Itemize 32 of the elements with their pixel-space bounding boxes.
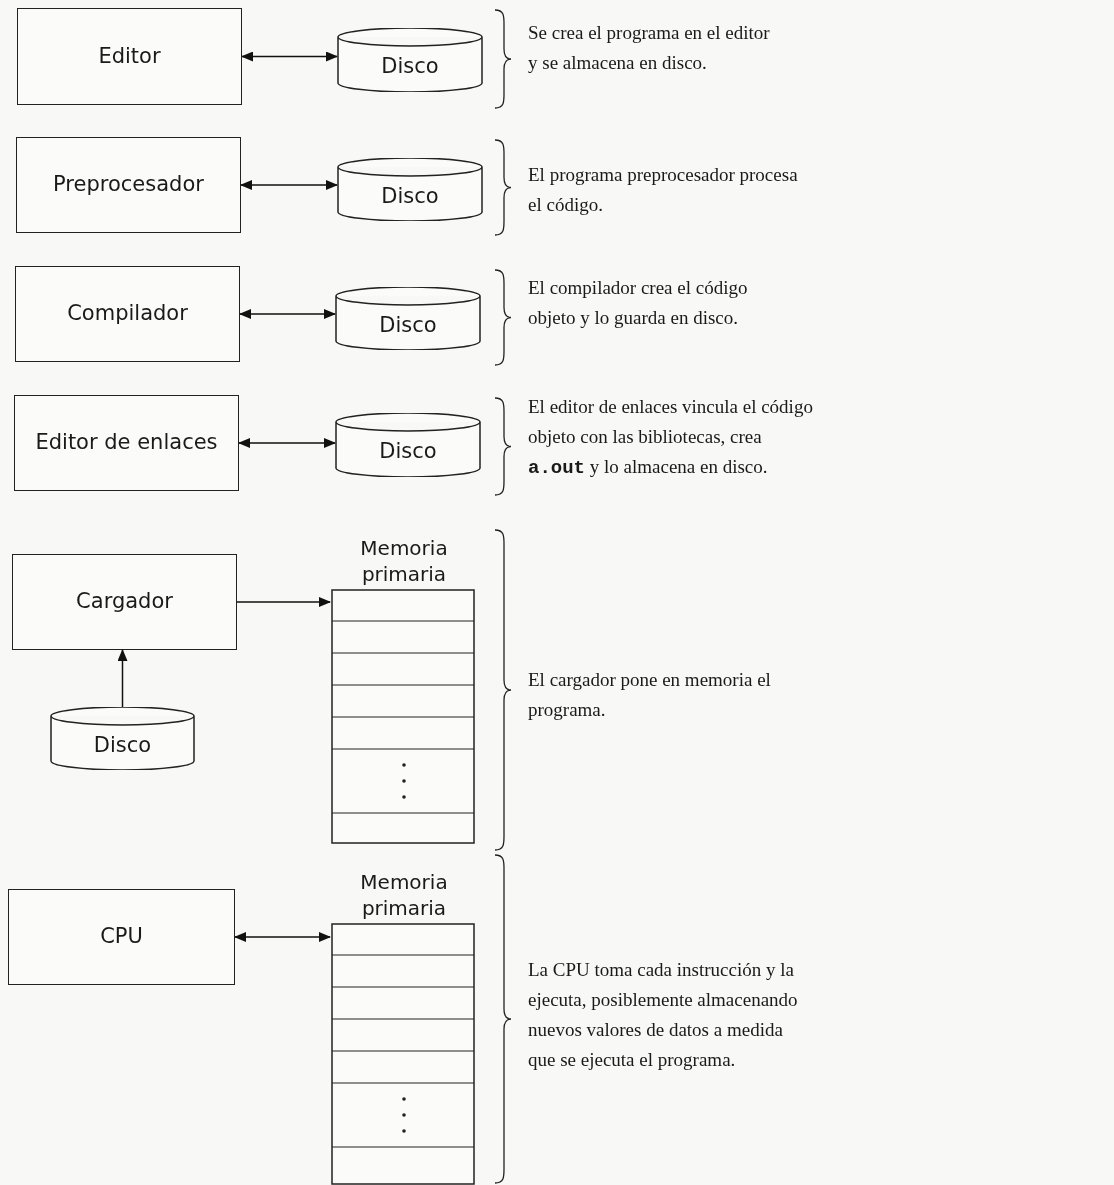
box-label: Cargador <box>76 588 173 616</box>
process-box <box>8 889 235 985</box>
box-label: Compilador <box>67 300 188 328</box>
disk-label: Disco <box>379 311 437 339</box>
disk-label: Disco <box>93 731 152 759</box>
step-description: El programa preprocesador procesa el código. <box>528 163 799 217</box>
arrow <box>234 932 331 942</box>
step-description: Se crea el programa en el editor y se almacena en disco. <box>528 21 771 75</box>
process-box <box>14 395 239 491</box>
memory-heading: Memoria primaria <box>359 869 449 921</box>
memory-heading: Memoria primaria <box>359 535 449 587</box>
process-box <box>17 8 242 105</box>
arrow <box>241 51 338 62</box>
disk-label: Disco <box>381 182 439 210</box>
arrow <box>238 438 336 448</box>
box-label: CPU <box>100 923 143 951</box>
disk-label: Disco <box>379 438 437 466</box>
process-box <box>16 137 241 233</box>
disk-label: Disco <box>381 53 439 81</box>
step-description: La CPU toma cada instrucción y la ejecuta, posiblemente almacenando nuevos valores de datos a medida que se ejecuta el programa. <box>528 958 799 1072</box>
arrow <box>117 649 128 708</box>
arrow <box>240 180 338 190</box>
box-label: Editor de enlaces <box>35 429 218 457</box>
step-description: El cargador pone en memoria el programa. <box>528 668 772 722</box>
arrow <box>236 597 331 607</box>
box-label: Editor <box>98 42 161 70</box>
arrow <box>239 309 336 319</box>
process-box <box>15 266 240 362</box>
step-description: El compilador crea el código objeto y lo guarda en disco. <box>528 276 749 330</box>
process-box <box>12 554 237 650</box>
step-description: El editor de enlaces vincula el código objeto con las bibliotecas, crea a.out y lo almacena en disco. <box>528 395 814 481</box>
box-label: Preprocesador <box>53 171 204 199</box>
